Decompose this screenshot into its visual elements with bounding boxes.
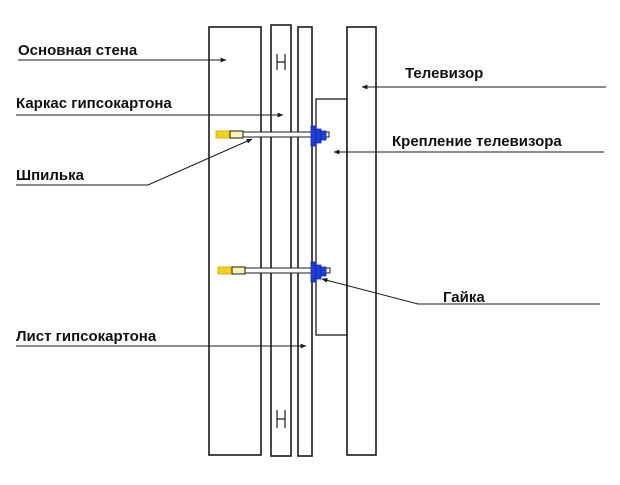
- tv: [346, 26, 377, 456]
- stud-lower-anchor: [231, 266, 246, 275]
- stud-lower-tip: [217, 266, 233, 275]
- drywall-frame: [270, 24, 292, 457]
- main-wall: [208, 26, 262, 456]
- label-nut: Гайка: [443, 289, 485, 306]
- frame-h-mark-top: [276, 54, 286, 70]
- nut-lower: [310, 261, 327, 283]
- stud-upper-anchor: [229, 130, 244, 139]
- label-tv: Телевизор: [405, 65, 483, 82]
- stud-upper-tip: [215, 130, 231, 139]
- stud-lower: [217, 266, 331, 275]
- stud-upper-rod: [242, 131, 330, 138]
- leader-stud: [16, 138, 253, 186]
- label-drywall-sheet: Лист гипсокартона: [16, 328, 157, 345]
- drywall-sheet: [297, 26, 313, 457]
- nut-upper: [310, 125, 327, 147]
- frame-h-mark-bottom: [276, 410, 286, 428]
- label-main-wall: Основная стена: [18, 42, 138, 59]
- leader-nut: [321, 278, 600, 305]
- label-stud: Шпилька: [16, 167, 85, 184]
- stud-upper: [215, 130, 330, 139]
- label-tv-mount: Крепление телевизора: [392, 133, 562, 150]
- label-drywall-frame: Каркас гипсокартона: [16, 95, 172, 112]
- stud-lower-rod: [244, 267, 331, 274]
